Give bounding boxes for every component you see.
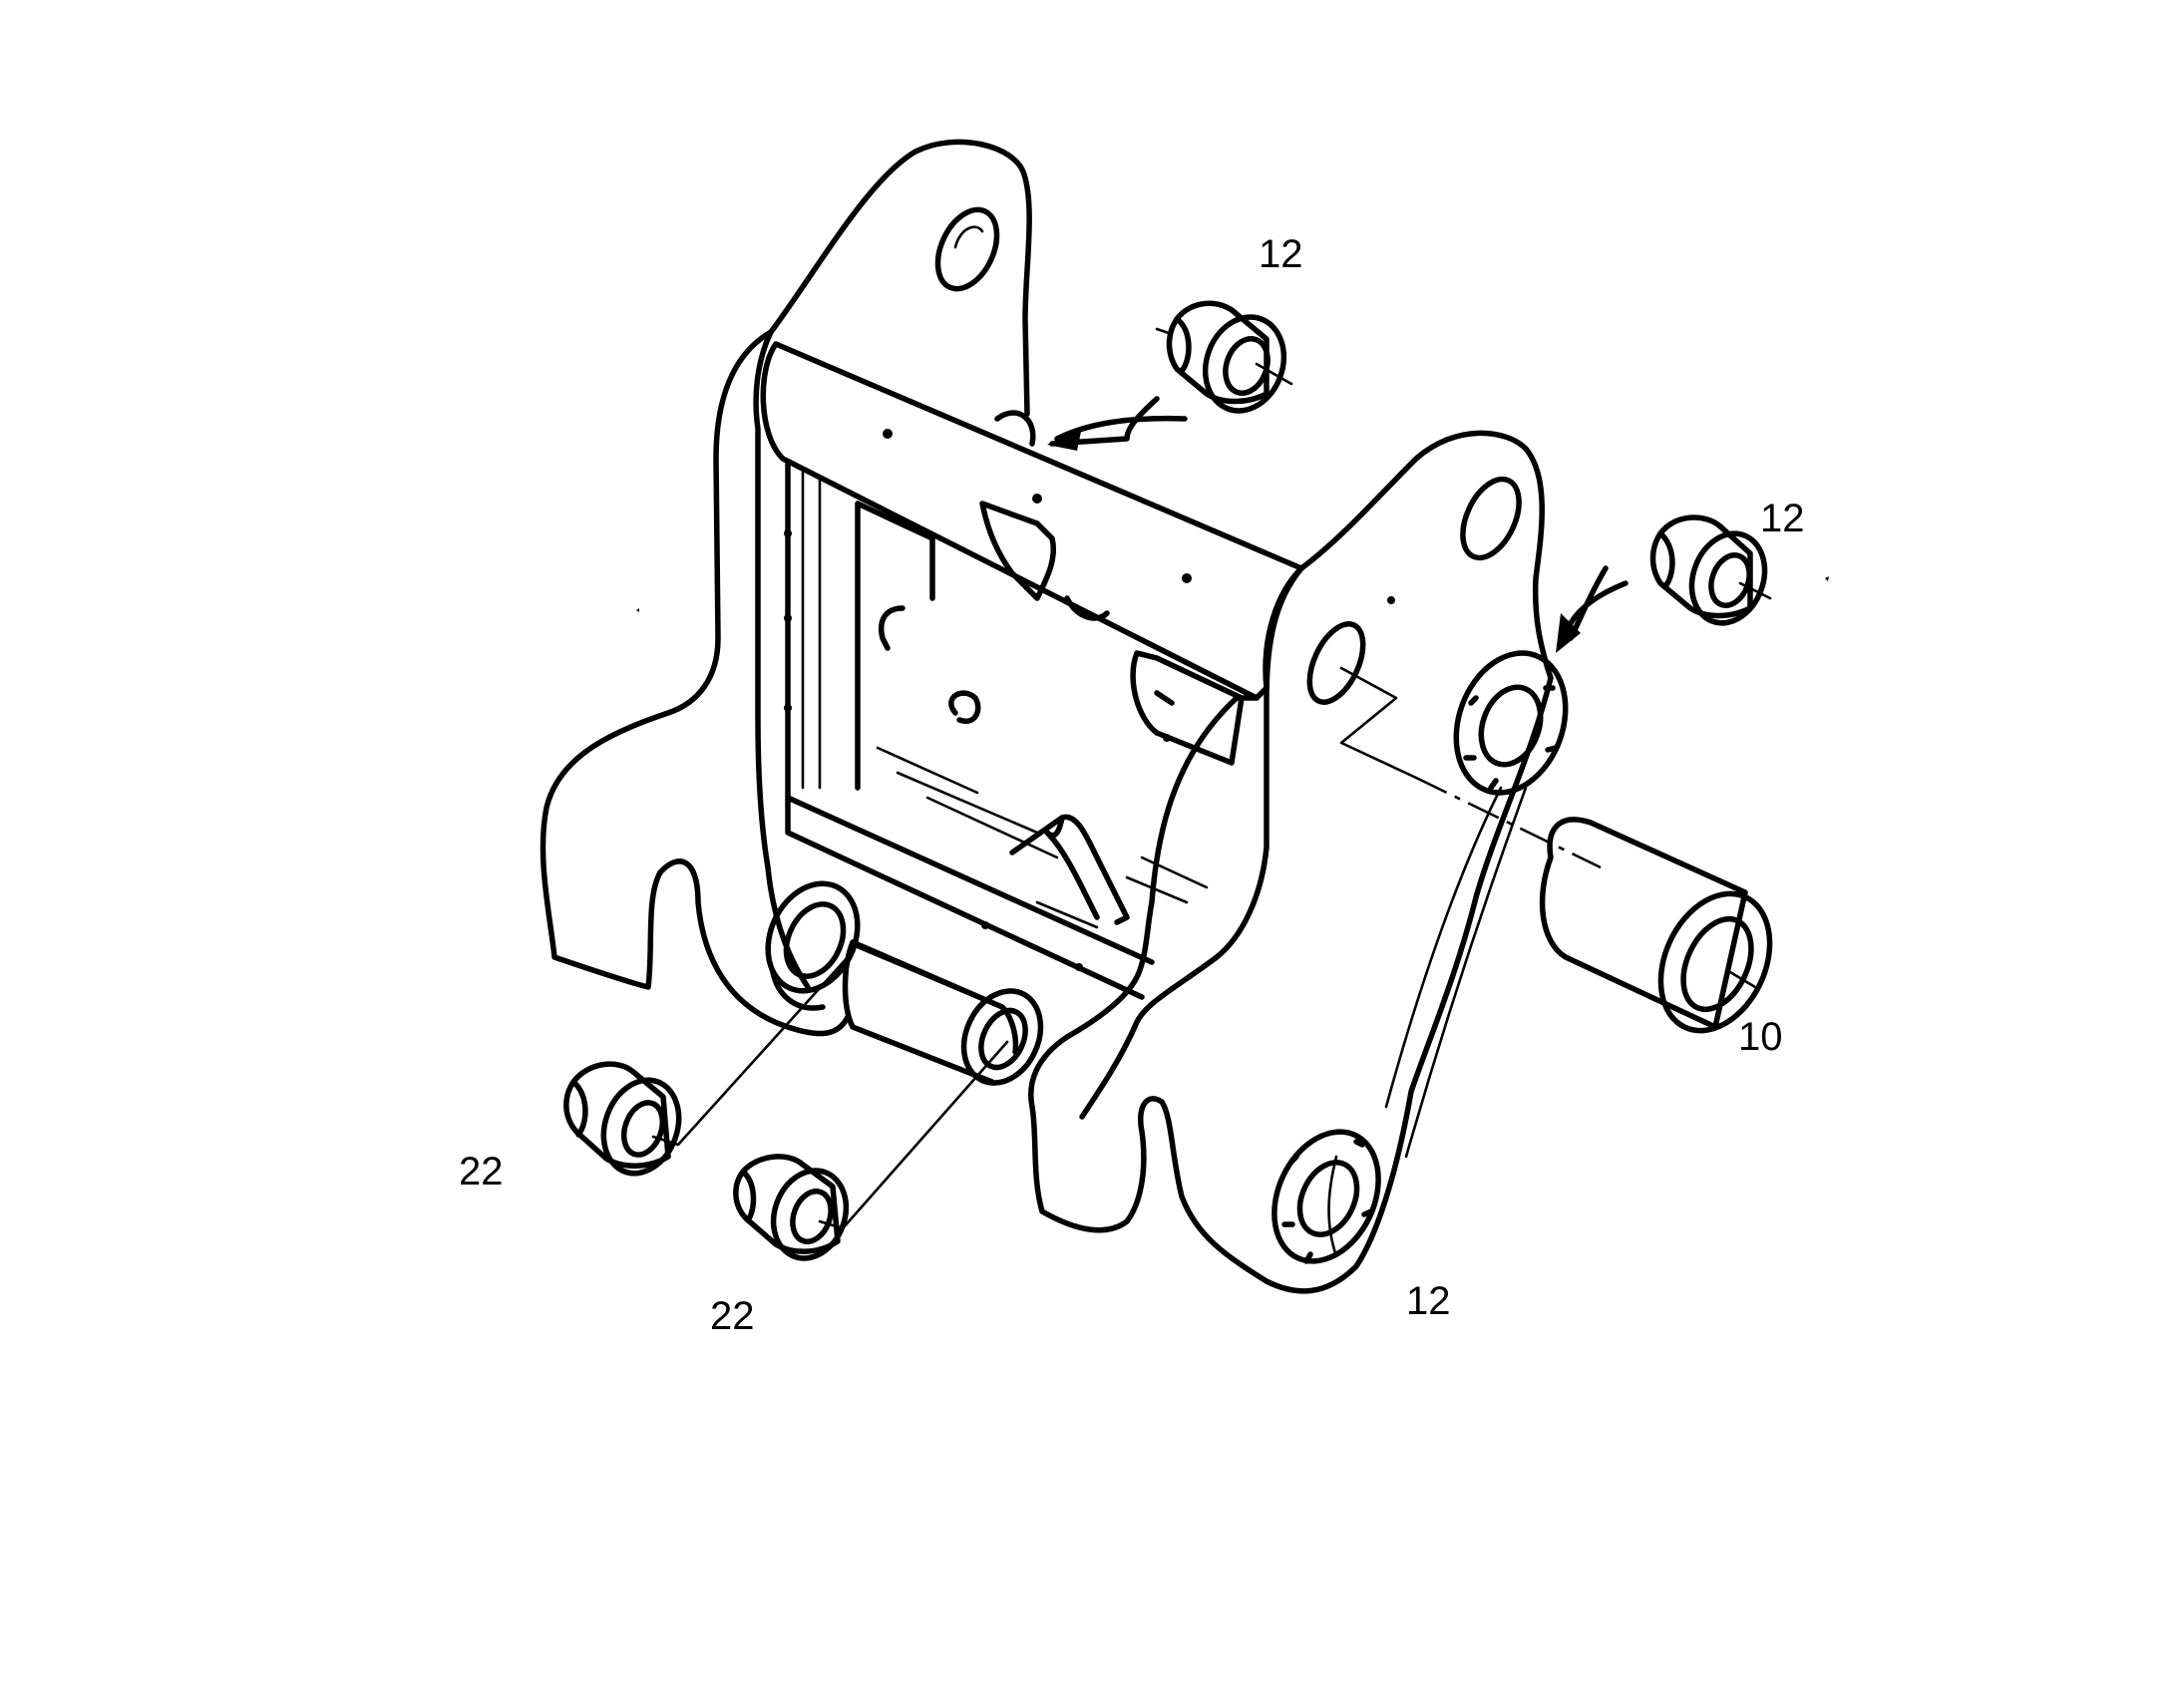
right-arrow-head [1556, 613, 1581, 653]
frame-back-wall [785, 461, 1155, 1000]
callout-lower-left-bushing: 22 [459, 1150, 504, 1194]
coupler-frame [540, 139, 1569, 1294]
right-inner-block [1130, 650, 1245, 766]
locking-wedge [1009, 814, 1130, 925]
lower-middle-bore [960, 988, 1044, 1086]
right-middle-pin-hole [1306, 621, 1366, 705]
top-arrow-head [1047, 427, 1082, 451]
top-insert-arrow [1049, 396, 1188, 447]
lower-middle-bushing [733, 1154, 850, 1261]
callout-right-bushing: 12 [1760, 497, 1805, 540]
callout-sleeve: 10 [1738, 1015, 1783, 1059]
callout-lower-right-bore: 12 [1406, 1279, 1451, 1323]
right-bushing [1649, 514, 1772, 626]
right-upper-bearing [1453, 650, 1569, 796]
right-side-plate [1028, 430, 1554, 1294]
top-bushing [1155, 300, 1293, 414]
left-upper-pin-hole [934, 206, 1000, 292]
right-upper-pin-hole [1460, 476, 1522, 561]
center-hole [948, 690, 981, 725]
lower-left-bushing [563, 1061, 682, 1177]
right-lower-bearing [1272, 1129, 1381, 1264]
leader-lines [651, 666, 1602, 1258]
center-socket [979, 501, 1110, 621]
top-cross-tube [760, 341, 1304, 701]
right-plate-inner-edge [1079, 565, 1304, 1120]
callout-lower-middle-bushing: 22 [710, 1294, 755, 1338]
callout-top-bushing: 12 [1259, 232, 1303, 276]
sleeve [1539, 817, 1773, 1034]
lower-left-bore [765, 880, 861, 994]
left-plate-inner-edge [753, 329, 811, 990]
left-side-plate [540, 139, 1032, 1037]
